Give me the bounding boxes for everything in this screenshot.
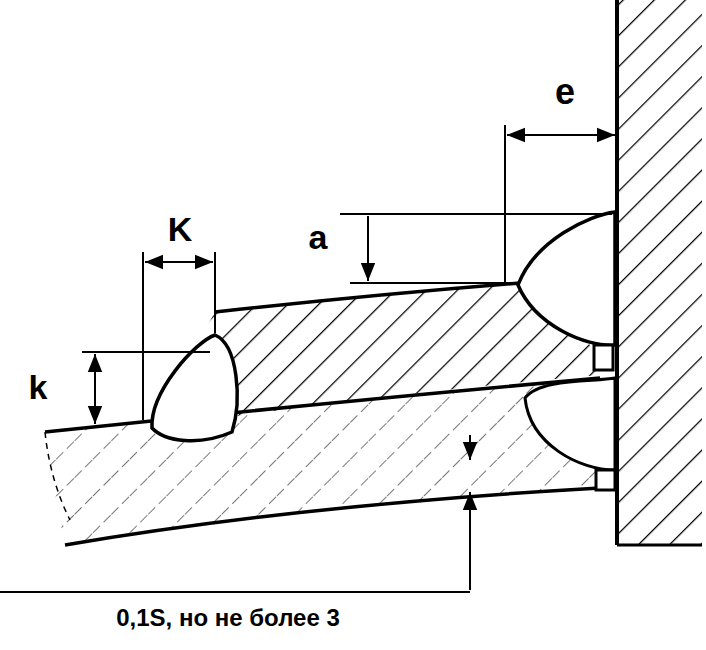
dimension-label: k	[26, 369, 51, 406]
dimension-label: e	[552, 72, 578, 112]
dimension-note: 0,1S, но не более 3	[113, 605, 343, 631]
dimension-label: a	[306, 219, 331, 256]
dimension-label: K	[165, 211, 196, 248]
